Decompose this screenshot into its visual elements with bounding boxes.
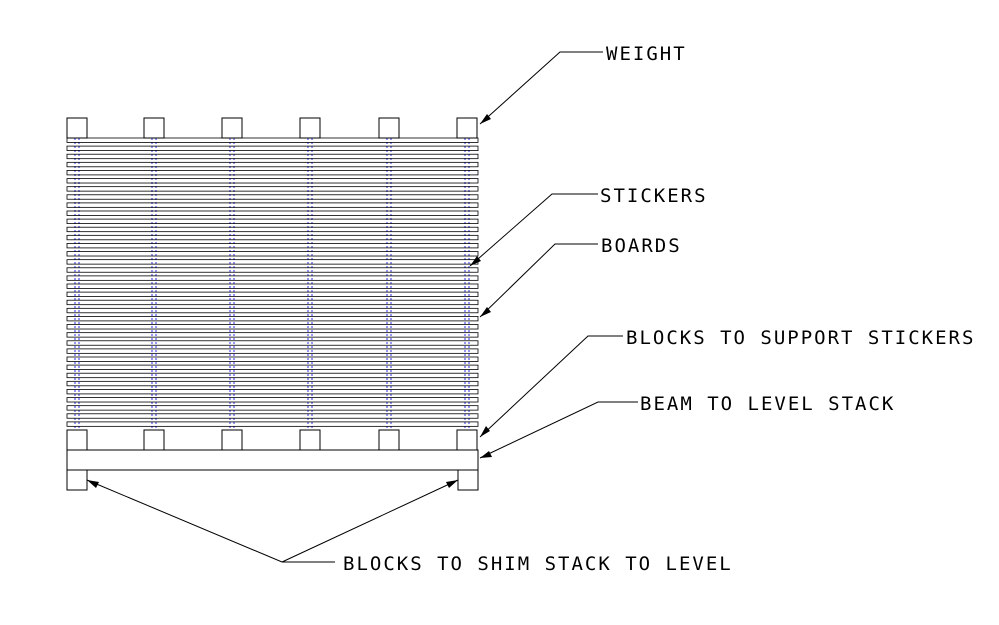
boards-arrowhead [480, 307, 491, 317]
board [66, 356, 479, 362]
board [66, 332, 479, 338]
support-blocks-arrowhead [480, 426, 490, 437]
beam-arrowhead [480, 451, 492, 458]
support-block [456, 429, 478, 451]
shim-blocks-label: BLOCKS TO SHIM STACK TO LEVEL [343, 553, 733, 575]
weight-blocks [66, 117, 478, 139]
board [66, 291, 479, 297]
shim-arrowhead-right [446, 480, 458, 488]
board [66, 226, 479, 233]
weight-block [66, 117, 88, 139]
board [66, 324, 479, 330]
weight-block [456, 117, 478, 139]
board [66, 259, 479, 265]
board [66, 389, 479, 395]
board [66, 275, 479, 281]
board [66, 364, 479, 370]
shim-blocks-leader-left [86, 479, 335, 563]
support-blocks-leader [479, 335, 623, 438]
board [66, 299, 479, 306]
weight-leader [479, 51, 603, 125]
beam-leader [479, 401, 638, 459]
board [66, 267, 479, 273]
board [66, 186, 479, 192]
board [66, 421, 479, 427]
support-block [66, 429, 88, 451]
board [66, 178, 479, 184]
board [66, 234, 479, 241]
weight-block [221, 117, 243, 139]
board [66, 316, 479, 322]
board [66, 397, 479, 403]
leveling-beam [66, 449, 479, 471]
board [66, 283, 479, 289]
boards-label: BOARDS [601, 235, 682, 257]
weight-label: WEIGHT [606, 43, 687, 65]
weight-block [299, 117, 321, 139]
board [66, 380, 479, 387]
board [66, 202, 479, 208]
shim-block-right [457, 469, 479, 491]
board [66, 153, 479, 160]
weight-block [143, 117, 165, 139]
support-block [299, 429, 321, 451]
board-stack [66, 137, 479, 430]
board [66, 161, 479, 168]
stickers-leader [469, 193, 598, 267]
board [66, 372, 479, 379]
board [66, 194, 479, 200]
board [66, 210, 479, 216]
stickers-arrowhead [470, 256, 481, 266]
support-blocks-label: BLOCKS TO SUPPORT STICKERS [626, 327, 975, 349]
board [66, 218, 479, 224]
support-blocks [66, 429, 478, 451]
board [66, 348, 479, 354]
board [66, 251, 479, 257]
board [66, 170, 479, 176]
support-block [143, 429, 165, 451]
board [66, 405, 479, 411]
stickers-label: STICKERS [600, 185, 708, 207]
board [66, 413, 479, 419]
weight-arrowhead [480, 114, 491, 124]
shim-arrowhead-left [87, 480, 99, 488]
shim-block-left [66, 469, 88, 491]
support-block [378, 429, 400, 451]
shim-blocks-leader-right [281, 479, 459, 563]
board [66, 340, 479, 346]
support-block [221, 429, 243, 451]
board [66, 307, 479, 314]
boards-leader [479, 243, 598, 318]
board [66, 137, 479, 143]
board [66, 243, 479, 249]
weight-block [378, 117, 400, 139]
board [66, 145, 479, 151]
beam-label: BEAM TO LEVEL STACK [640, 393, 895, 415]
